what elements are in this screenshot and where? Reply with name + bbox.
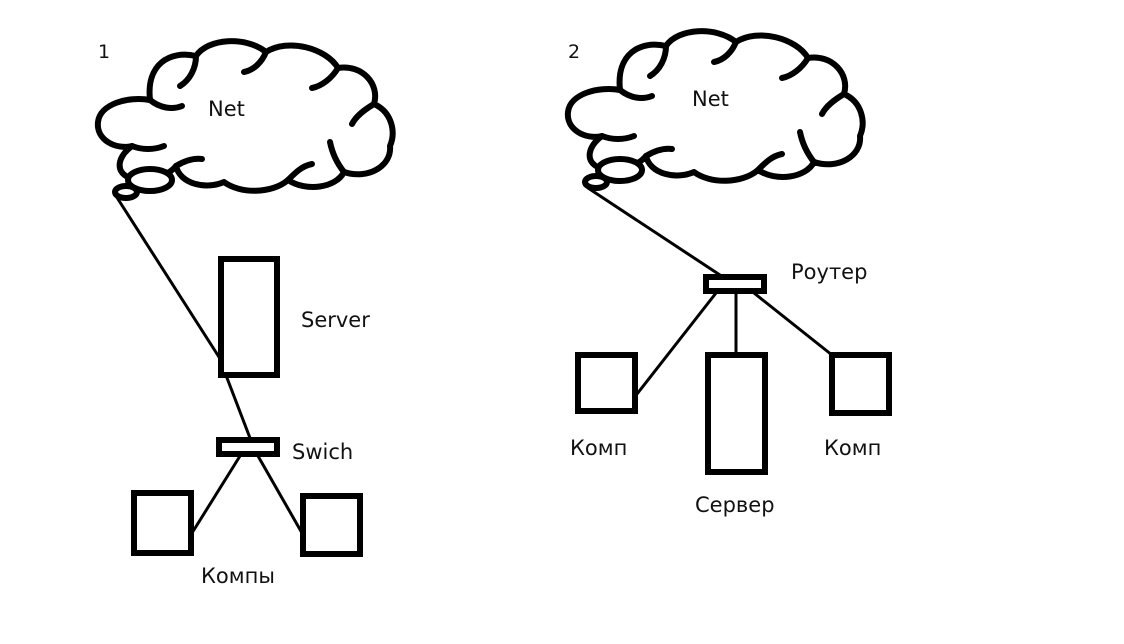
link-cloud-to-router-2 [587,186,727,281]
server-node-2[interactable] [705,352,768,475]
cloud-icon-1 [94,38,396,201]
computer-node-right-1[interactable] [300,493,363,557]
computer-node-left-2[interactable] [575,352,638,414]
link-router-to-comp-left-2 [635,292,718,395]
diagram-2: Net 2 Роутер Комп Сервер Комп [564,28,892,517]
router-node-2[interactable] [703,274,767,294]
link-switch-to-comp-right-1 [256,455,304,534]
computer-label-right-2: Комп [824,436,881,460]
computer-node-right-2[interactable] [829,352,892,416]
diagram-number-1: 1 [98,41,110,63]
server-node-1[interactable] [218,256,280,378]
computer-node-left-1[interactable] [131,490,194,556]
cloud-icon-2 [564,28,866,191]
link-router-to-comp-right-2 [753,291,833,357]
router-label-2: Роутер [791,260,867,284]
cloud-label-2: Net [692,87,729,111]
switch-node-1[interactable] [216,437,280,457]
switch-label-1: Swich [292,440,353,464]
computer-label-left-2: Комп [570,436,627,460]
server-label-2: Сервер [695,493,775,517]
link-switch-to-comp-left-1 [190,455,242,534]
computers-label-1: Компы [201,564,275,588]
cloud-label-1: Net [208,97,245,121]
diagram-1: Net 1 Server Swich Компы [94,38,396,588]
server-label-1: Server [301,308,370,332]
diagram-number-2: 2 [568,41,580,63]
